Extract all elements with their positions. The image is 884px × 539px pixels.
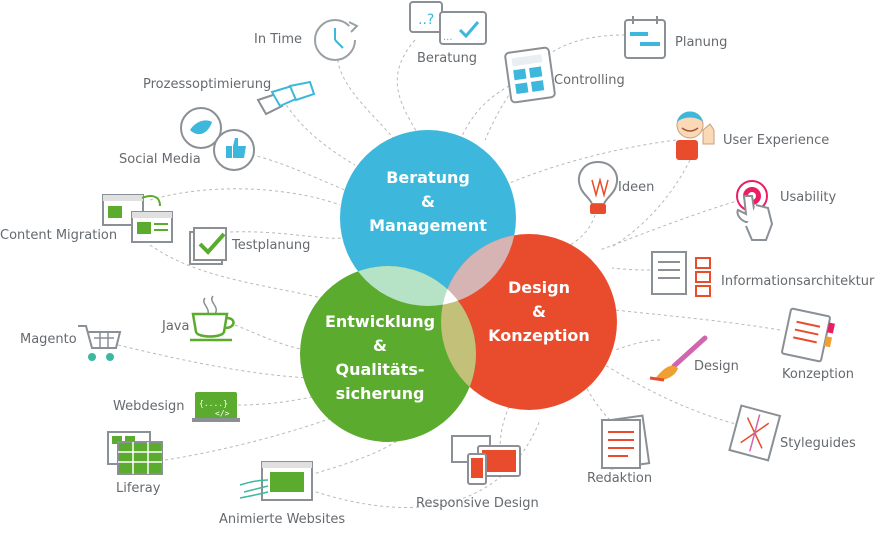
label-magento: Magento xyxy=(20,332,77,347)
user-experience-icon xyxy=(676,111,715,160)
label-in-time: In Time xyxy=(254,32,303,47)
lightbulb-icon xyxy=(578,160,618,214)
calculator-icon xyxy=(504,46,556,104)
checkbox-icon xyxy=(189,227,227,265)
connector-info xyxy=(611,267,651,271)
content-migration-icon xyxy=(102,194,173,243)
label-usability: Usability xyxy=(780,190,837,205)
connector-ideen xyxy=(564,214,596,249)
connector-prozess xyxy=(279,94,356,166)
connector-styleguides xyxy=(604,364,741,426)
code-window-icon: {....} </> xyxy=(192,392,240,422)
label-user-experience: User Experience xyxy=(723,133,830,148)
clock-icon xyxy=(314,19,359,61)
notebook-icon xyxy=(781,307,835,363)
connector-java xyxy=(234,324,306,351)
label-liferay: Liferay xyxy=(116,481,161,496)
label-social-media: Social Media xyxy=(119,152,201,167)
label-design: Design xyxy=(694,359,739,374)
connector-beratung xyxy=(396,39,421,139)
design-line1: Design xyxy=(508,278,570,297)
connector-responsive xyxy=(499,404,511,451)
circle-label-design: Design & Konzeption xyxy=(469,276,609,348)
shopping-cart-icon xyxy=(78,325,122,361)
label-java: Java xyxy=(162,319,190,334)
circle-label-management: Beratung & Management xyxy=(358,166,498,238)
code-braces-text: {....} xyxy=(199,399,228,408)
management-line2: & xyxy=(421,192,435,211)
documents-icon xyxy=(601,414,651,470)
circle-entwicklung xyxy=(300,266,476,442)
design-line2: & xyxy=(532,302,546,321)
connector-social xyxy=(239,151,346,191)
entwicklung-line2: & xyxy=(373,336,387,355)
label-beratung: Beratung xyxy=(417,51,478,66)
svg-text:...: ... xyxy=(443,32,453,43)
label-planung: Planung xyxy=(675,35,728,50)
connector-design xyxy=(614,339,661,351)
connector-ux xyxy=(504,139,677,186)
venn-circles xyxy=(300,130,617,442)
label-animierte-websites: Animierte Websites xyxy=(219,512,346,527)
animated-website-icon xyxy=(239,461,313,501)
connector-usability-2 xyxy=(609,159,691,249)
label-styleguides: Styleguides xyxy=(780,436,856,451)
connector-animierte-2 xyxy=(309,419,541,508)
overlap-blue-red xyxy=(441,234,516,306)
connector-magento xyxy=(117,344,311,379)
label-ideen: Ideen xyxy=(618,180,655,195)
svg-text:..?: ..? xyxy=(418,12,434,28)
label-redaktion: Redaktion xyxy=(587,471,653,486)
connector-usability xyxy=(599,199,741,251)
circle-label-entwicklung: Entwicklung & Qualitäts- sicherung xyxy=(308,310,452,406)
entwicklung-line4: sicherung xyxy=(335,384,425,403)
label-content-migration: Content Migration xyxy=(0,228,118,243)
liferay-tiles-icon xyxy=(107,431,163,475)
management-line1: Beratung xyxy=(386,168,470,187)
label-konzeption: Konzeption xyxy=(782,367,855,382)
connector-content-2 xyxy=(149,244,331,301)
code-tag-text: </> xyxy=(215,409,230,418)
label-controlling: Controlling xyxy=(554,73,625,88)
label-prozessoptimierung: Prozessoptimierung xyxy=(143,77,272,92)
connector-content xyxy=(149,188,341,206)
coffee-cup-icon xyxy=(190,295,235,342)
entwicklung-line1: Entwicklung xyxy=(324,312,436,331)
calendar-icon xyxy=(624,16,666,59)
connector-testplanung xyxy=(229,231,343,239)
design-line3: Konzeption xyxy=(488,326,590,345)
process-arrows-icon xyxy=(256,80,316,116)
speech-bubbles-icon: ..? ... xyxy=(409,1,487,45)
label-informationsarchitektur: Informationsarchitektur xyxy=(721,274,875,289)
label-webdesign: Webdesign xyxy=(113,399,185,414)
connector-redaktion xyxy=(584,384,611,421)
entwicklung-line3: Qualitäts- xyxy=(335,360,425,379)
touch-target-icon xyxy=(736,180,774,241)
connector-liferay xyxy=(164,414,341,461)
information-architecture-icon xyxy=(651,251,711,297)
responsive-devices-icon xyxy=(451,435,521,485)
label-testplanung: Testplanung xyxy=(232,238,311,253)
paintbrush-icon xyxy=(649,335,708,382)
connector-konzeption xyxy=(614,309,781,331)
styleguide-icon xyxy=(728,404,782,462)
social-media-icon xyxy=(180,107,255,171)
label-responsive-design: Responsive Design xyxy=(416,496,539,511)
management-line3: Management xyxy=(369,216,487,235)
